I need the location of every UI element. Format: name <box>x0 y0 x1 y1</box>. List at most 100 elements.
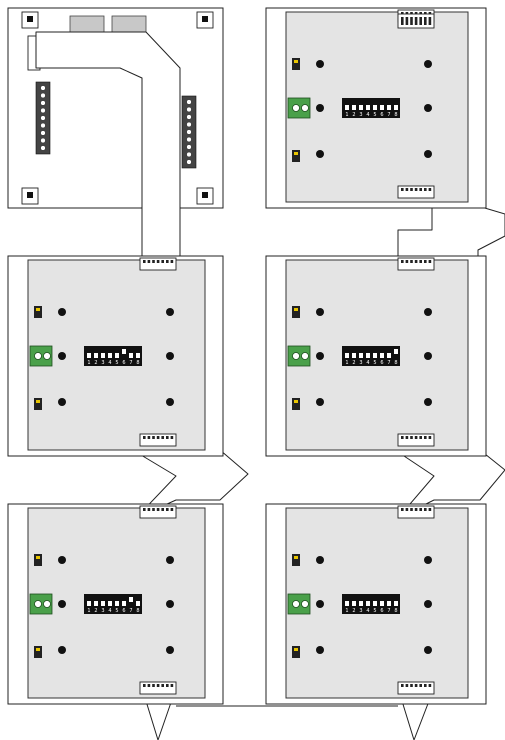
connector-pin <box>152 260 155 263</box>
dip-switch-toggle <box>380 101 384 110</box>
dip-switch-number: 4 <box>366 360 369 366</box>
dip-switch-toggle <box>115 349 119 358</box>
dip-switch-number: 7 <box>129 608 132 614</box>
dip-switch-number: 6 <box>380 360 383 366</box>
strip-pin <box>40 130 46 136</box>
jumper-pin <box>294 400 298 403</box>
connector-pin <box>419 260 422 263</box>
connector-pin <box>428 188 432 191</box>
dip-switch-toggle <box>366 349 370 358</box>
strip-pin <box>186 129 192 135</box>
dip-switch-number: 8 <box>394 360 397 366</box>
dip-switch-toggle <box>122 597 126 606</box>
dip-switch-toggle <box>101 349 105 358</box>
dip-switch-number: 5 <box>373 608 376 614</box>
dip-switch-knob <box>352 349 356 353</box>
connector-pin <box>143 508 146 511</box>
dip-switch-number: 6 <box>380 608 383 614</box>
dip-switch-toggle <box>373 597 377 606</box>
dip-switch-toggle <box>101 597 105 606</box>
dip-switch-toggle <box>373 101 377 110</box>
dip-switch-icon <box>342 98 400 118</box>
terminal-screw <box>292 104 300 112</box>
ribbon-connector-icon <box>397 505 435 519</box>
connector-pin <box>405 508 409 511</box>
controller-strip-left-pins <box>40 85 46 151</box>
connector-pin <box>147 684 151 687</box>
connector-pin <box>401 12 404 15</box>
connector-pin <box>401 508 404 511</box>
connector-pin <box>161 508 164 511</box>
dip-switch-knob <box>108 349 112 353</box>
connector-pin <box>410 188 413 191</box>
terminal-screw <box>301 104 309 112</box>
dip-switch-number: 5 <box>373 112 376 118</box>
mount-hole-icon <box>58 556 66 564</box>
dip-switch-toggle <box>136 597 140 606</box>
connector-pin <box>414 188 418 191</box>
jumper-pin <box>294 152 298 155</box>
dip-switch-knob <box>136 597 140 601</box>
connector-pin <box>170 260 174 263</box>
jumper-pin <box>36 648 40 651</box>
jumper-pin <box>36 400 40 403</box>
connector-pin <box>414 508 418 511</box>
dip-switch-number: 8 <box>136 608 139 614</box>
connector-pin <box>414 260 418 263</box>
connector-pin <box>428 12 432 15</box>
dip-switch-number: 4 <box>366 112 369 118</box>
dip-switch-toggle <box>380 597 384 606</box>
dip-switch-knob <box>136 349 140 353</box>
mount-hole-icon <box>166 398 174 406</box>
strip-pin <box>186 136 192 143</box>
connector-pin <box>143 436 146 439</box>
dip-switch-knob <box>380 597 384 601</box>
strip-pin <box>186 144 192 150</box>
dip-switch-knob <box>380 349 384 353</box>
connector-pin <box>405 188 409 191</box>
dip-switch-toggle <box>387 101 391 110</box>
dip-switch-toggle <box>94 349 98 358</box>
mount-hole-icon <box>316 600 324 608</box>
dip-switch-knob <box>94 597 98 601</box>
dip-switch-toggle <box>359 101 363 110</box>
strip-pin <box>40 92 46 99</box>
dip-switch-number: 4 <box>108 360 111 366</box>
dip-switch-knob <box>366 597 370 601</box>
jumper-icon <box>34 646 42 658</box>
dip-switch-toggle <box>359 349 363 358</box>
ribbon-connector-icon <box>139 433 177 447</box>
dip-switch-knob <box>94 349 98 353</box>
dip-switch-knob <box>87 349 91 353</box>
connector-pin <box>428 17 432 25</box>
dip-switch-knob <box>122 597 126 601</box>
dip-switch-knob <box>345 349 349 353</box>
mount-hole-icon <box>202 16 208 22</box>
dip-switch-number: 1 <box>345 112 348 118</box>
mount-hole-icon <box>58 308 66 316</box>
dip-switch-toggle <box>373 349 377 358</box>
connector-pin <box>405 436 409 439</box>
strip-pin <box>186 121 192 128</box>
dip-switch-knob <box>373 349 377 353</box>
connector-pin <box>419 188 422 191</box>
terminal-screw <box>292 352 300 360</box>
ribbon-connector-icon <box>397 681 435 695</box>
dip-switch-knob <box>366 101 370 105</box>
dip-switch-knob <box>345 101 349 105</box>
strip-pin <box>186 159 192 165</box>
mount-hole-icon <box>424 308 432 316</box>
dip-switch-knob <box>387 597 391 601</box>
mount-hole-icon <box>424 60 432 68</box>
controller-strip-right-pins <box>186 99 192 165</box>
connector-pin <box>410 17 413 25</box>
dip-switch-knob <box>129 602 133 606</box>
connector-pin <box>161 436 164 439</box>
connector-pin <box>424 17 427 25</box>
dip-switch-toggle <box>129 349 133 358</box>
connector-pin <box>405 12 409 15</box>
dip-switch-knob <box>366 349 370 353</box>
